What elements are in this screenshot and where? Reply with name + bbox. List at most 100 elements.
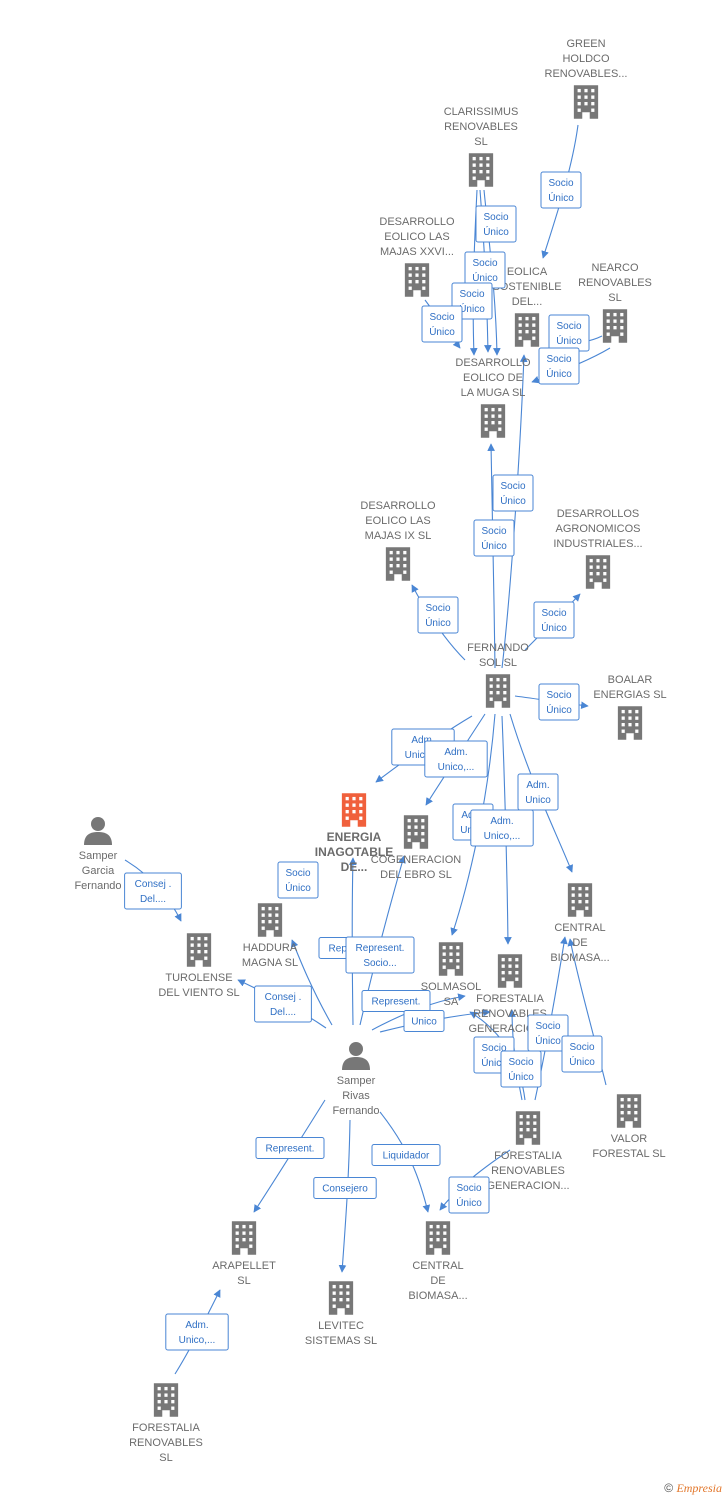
node-label: Garcia [82, 865, 115, 877]
node-green[interactable]: GREENHOLDCORENOVABLES... [545, 38, 628, 119]
edge-label-e-sr-solmasol[interactable]: Represent. [361, 990, 431, 1012]
node-label: SA [444, 996, 459, 1008]
building-icon [485, 674, 511, 708]
building-icon [404, 263, 430, 297]
node-label: FORESTALIA [494, 1150, 562, 1162]
edge-label-box [492, 474, 534, 512]
edge-label-text: Socio [556, 321, 581, 332]
node-label: BOALAR [608, 674, 653, 686]
edge-label-text: Adm. [526, 780, 549, 791]
node-arapellet[interactable]: ARAPELLET SL [212, 1221, 276, 1287]
edge-label-e-sr-arapellet[interactable]: Represent. [255, 1137, 325, 1159]
edge-label-e-fs-forestalia1[interactable]: Adm.Unico,... [470, 809, 534, 847]
edge-label-e-f3-arapellet[interactable]: Adm.Unico,... [165, 1313, 229, 1351]
edge-label-text: Socio [500, 481, 525, 492]
edge-label-text: Único [425, 616, 451, 629]
edge-labels-layer: SocioÚnicoSocioÚnicoSocioÚnicoSocioÚnico… [124, 171, 603, 1351]
edge-label-text: Único [481, 539, 507, 552]
edge-label-e-sr-cogen[interactable]: Represent.Socio... [345, 936, 415, 974]
edge-label-e-sr-levitec[interactable]: Consejero [313, 1177, 377, 1199]
edge-label-text: Unico,... [405, 750, 442, 761]
credit-footer[interactable]: © Empresia [664, 1481, 722, 1496]
node-label: EOLICO LAS [384, 231, 449, 243]
edge-label-text: Adm. [411, 735, 434, 746]
edge-label-e-sr-fore1[interactable]: Unico [403, 1010, 445, 1032]
building-icon [328, 1281, 354, 1315]
edge-label-text: Único [500, 494, 526, 507]
building-icon [567, 883, 593, 917]
edge-label-text: Socio [535, 1021, 560, 1032]
edge-label-text: Socio [285, 868, 310, 879]
node-label: DESARROLLO [455, 357, 531, 369]
node-energia[interactable]: ENERGIAINAGOTABLEDE... [315, 793, 393, 874]
building-icon [616, 1094, 642, 1128]
edge-label-e-sr-central2[interactable]: Liquidador [371, 1144, 441, 1166]
edge-label-box [538, 683, 580, 721]
edge-label-box [517, 773, 559, 811]
node-central2[interactable]: CENTRALDEBIOMASA... [408, 1221, 468, 1302]
node-label: SL [237, 1275, 250, 1287]
node-label: GREEN [566, 38, 605, 50]
node-label: FORESTALIA [476, 993, 544, 1005]
edge-label-box [527, 1014, 569, 1052]
node-label: Samper [79, 850, 118, 862]
node-label: RENOVABLES [578, 277, 652, 289]
building-icon [425, 1221, 451, 1255]
edge-label-e-sr-turolense[interactable]: Consej .Del.... [254, 985, 312, 1023]
edge-line-e-sr-energia [348, 857, 357, 1026]
edge-label-e-fs-cogen[interactable]: Adm.Unico,... [424, 740, 488, 778]
building-icon [385, 547, 411, 581]
edge-label-e-sg-turolense[interactable]: Consej .Del.... [124, 872, 182, 910]
node-forestalia2[interactable]: FORESTALIARENOVABLESGENERACION... [486, 1111, 570, 1192]
building-icon [186, 933, 212, 967]
node-eolica[interactable]: EOLICASOSTENIBLEDEL... [492, 266, 562, 347]
node-central1[interactable]: CENTRALDEBIOMASA... [550, 883, 610, 964]
edge-label-text: Unico [411, 1017, 437, 1028]
building-icon [438, 942, 464, 976]
edge-label-text: Unico,... [438, 762, 475, 773]
edge-label-e-fs-central1[interactable]: Adm.Unico [517, 773, 559, 811]
node-label: MAGNA SL [242, 957, 298, 969]
node-label: FORESTALIA [132, 1422, 200, 1434]
edge-label-box [165, 1313, 229, 1351]
node-label: ARAPELLET [212, 1260, 276, 1272]
edge-label-box [473, 519, 515, 557]
edge-label-text: Socio [425, 603, 450, 614]
node-label: AGRONOMICOS [556, 523, 641, 535]
node-label: NEARCO [591, 262, 639, 274]
node-label: LEVITEC [318, 1320, 364, 1332]
edge-label-box [470, 809, 534, 847]
node-agronomicos[interactable]: DESARROLLOSAGRONOMICOSINDUSTRIALES... [553, 508, 643, 589]
